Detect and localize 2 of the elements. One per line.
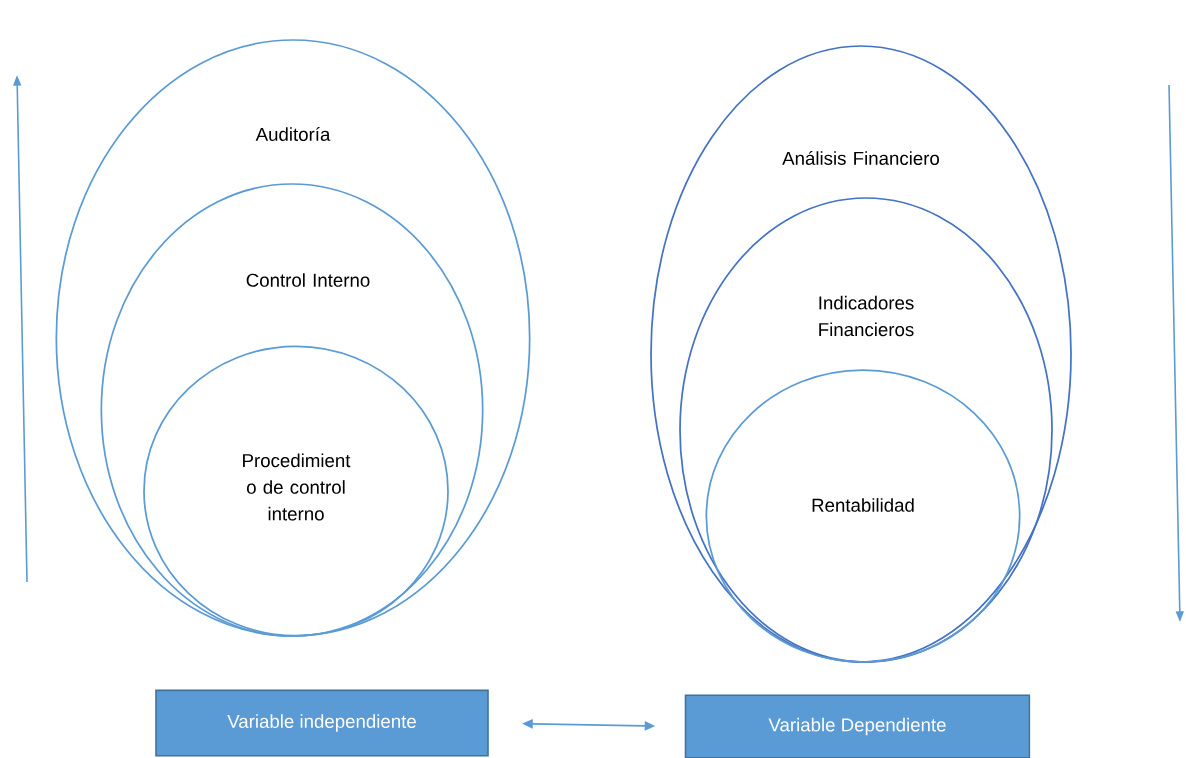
variable-box: Variable independiente [155, 689, 489, 757]
variable-box: Variable Dependiente [684, 694, 1031, 758]
